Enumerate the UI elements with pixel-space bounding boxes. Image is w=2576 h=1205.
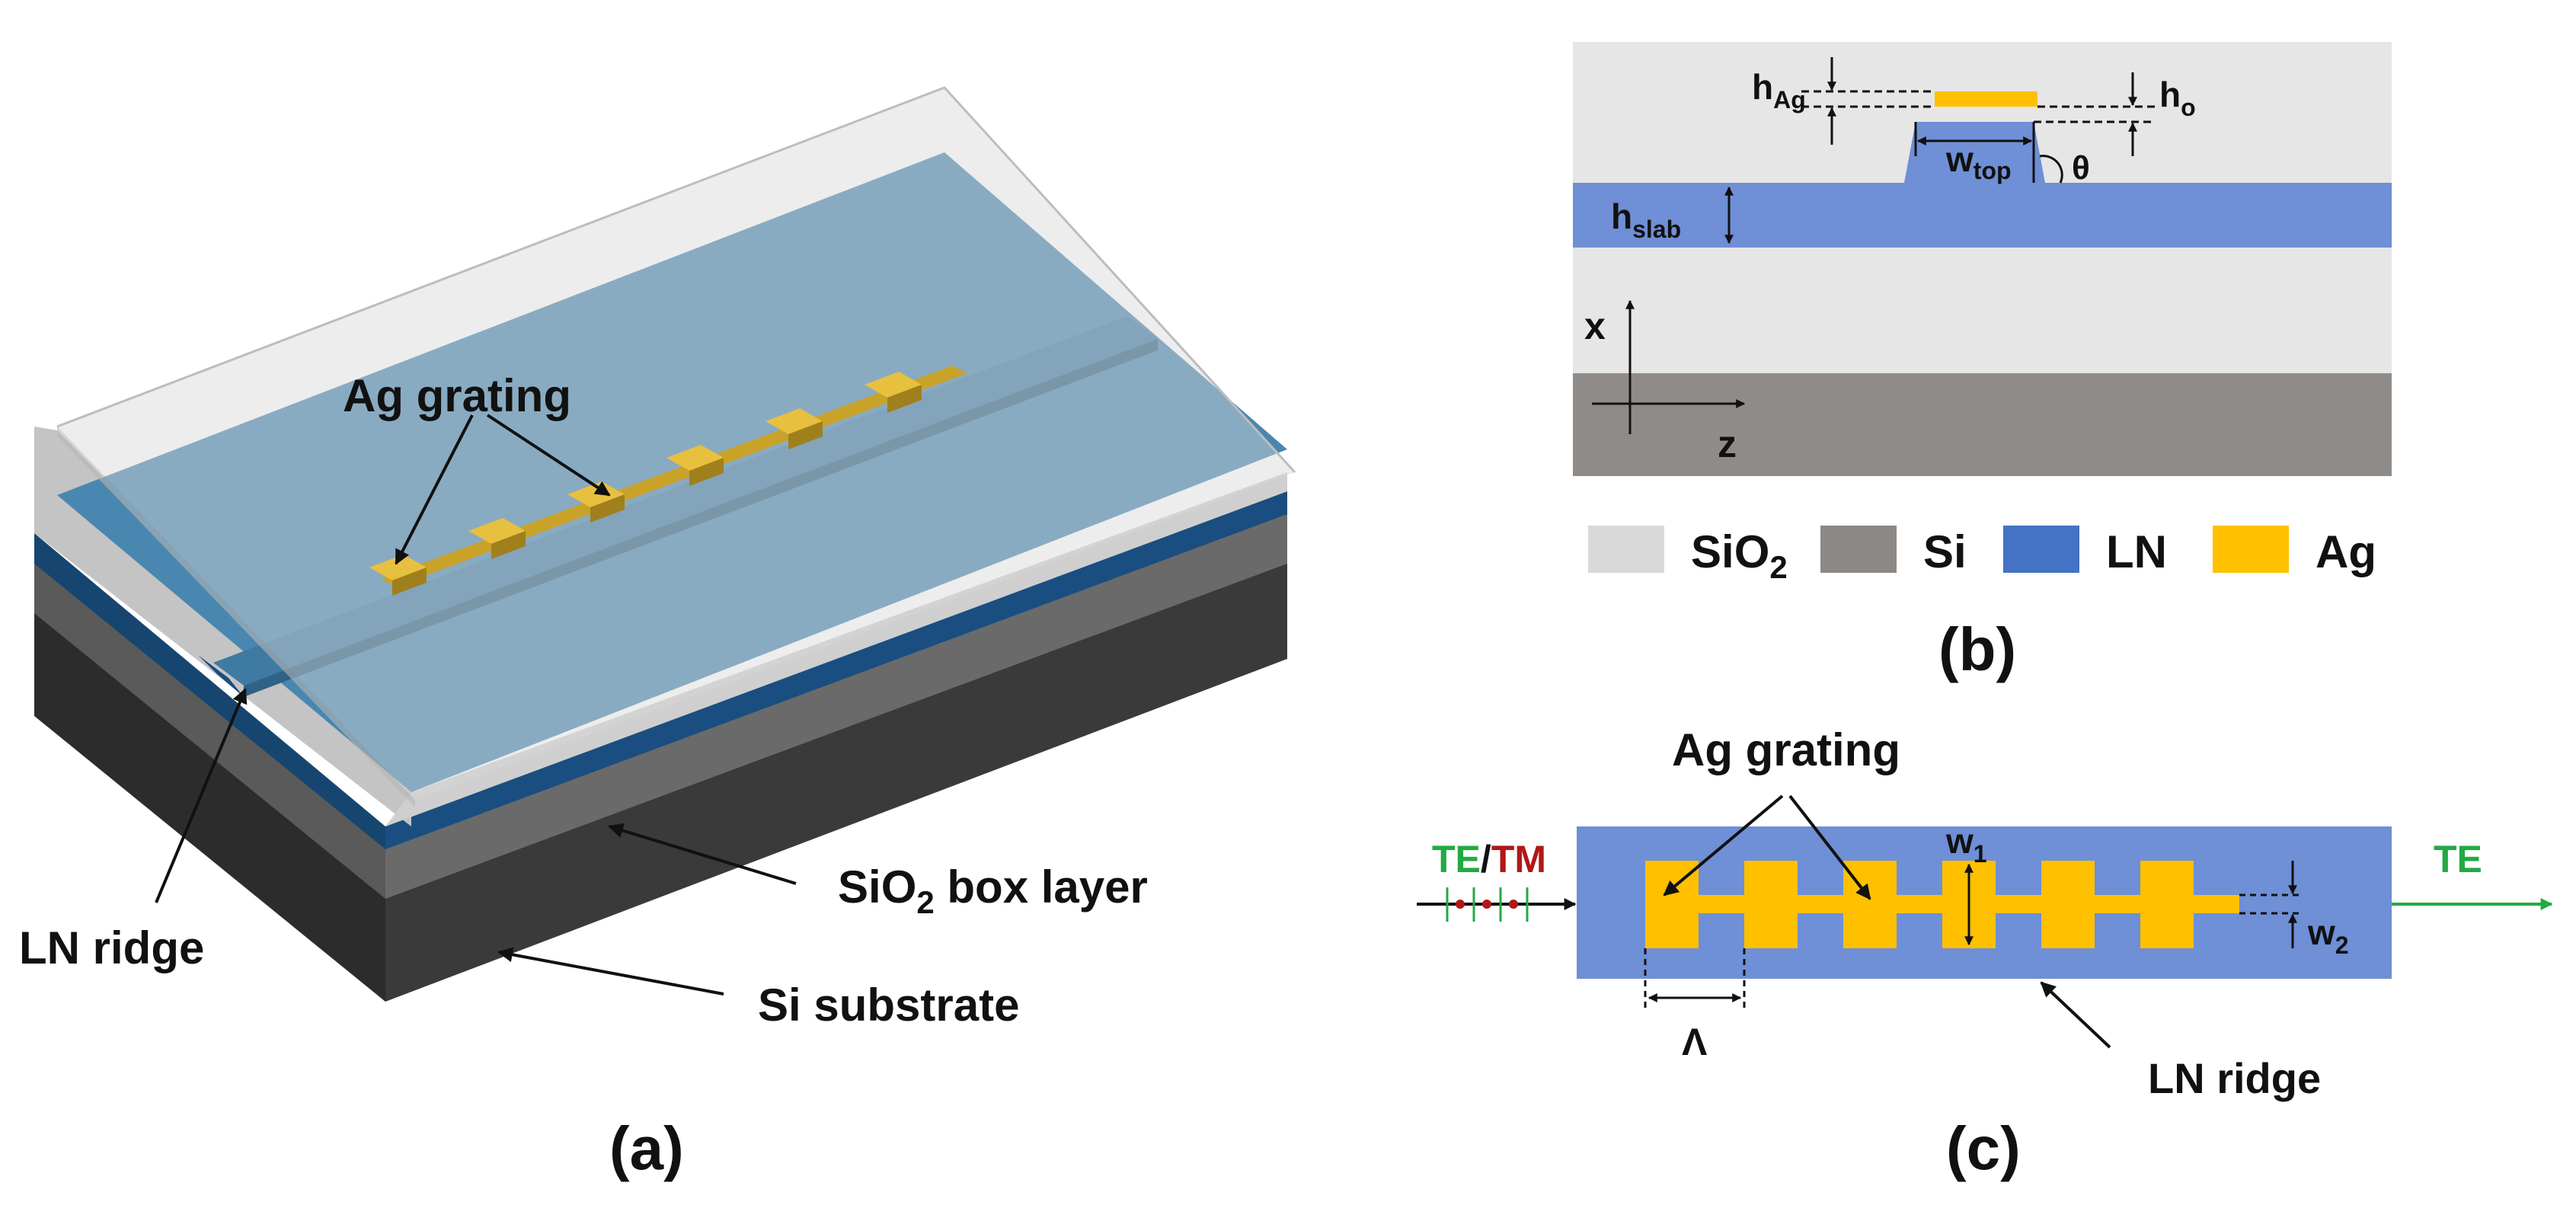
label-axis-x: x: [1584, 305, 1606, 347]
arrow-ln-ridge-c: [2040, 981, 2111, 1049]
panel-a-device: Ag grating LN ridge SiO2 box layer Si su…: [19, 86, 1296, 1182]
arrow-ag-grating-c1: [1663, 794, 1784, 897]
angle-arc: [2039, 155, 2063, 184]
caption-a: (a): [609, 1114, 684, 1182]
si-substrate-left: [34, 609, 385, 1002]
ag-pad-3d: [666, 445, 724, 486]
dim-period: [1644, 948, 1746, 1009]
legend-swatch-sio2: [1588, 526, 1664, 573]
ln-ridge-side: [244, 339, 1158, 697]
label-h-ag: hAg: [1752, 67, 1806, 113]
legend-label-sio2: SiO2: [1691, 526, 1788, 585]
label-ag-grating-c: Ag grating: [1672, 724, 1900, 775]
ag-pad-3d: [765, 408, 823, 449]
sio2-box-front: [385, 510, 1287, 899]
panel-b-cross-section: hAg ho wtop θ hslab x z SiO2 Si LN: [1573, 42, 2392, 683]
sio2-box-region: [1573, 248, 2392, 373]
tm-polarization-dots: [1456, 900, 1518, 909]
legend-label-si: Si: [1923, 526, 1967, 577]
arrow-sio2-box: [608, 823, 797, 885]
label-w1: w1: [1945, 821, 1987, 868]
legend-swatch-ln: [2003, 526, 2079, 573]
arrow-ag-grating-c2: [1788, 794, 1871, 900]
caption-b: (b): [1938, 615, 2016, 683]
label-te-out: TE: [2434, 838, 2482, 881]
ag-pad: [2041, 861, 2095, 948]
arrow-ln-ridge: [155, 688, 248, 903]
caption-c: (c): [1946, 1114, 2021, 1182]
si-substrate-front: [385, 560, 1287, 1002]
label-theta: θ: [2072, 149, 2090, 187]
cladding-edge-left: [57, 427, 415, 807]
ln-ridge-top: [213, 316, 1158, 686]
label-axis-z: z: [1718, 423, 1737, 465]
dim-h-ag: [1801, 57, 1935, 145]
ln-slab-left: [34, 533, 385, 849]
legend-swatch-ag: [2213, 526, 2289, 573]
cladding-top: [57, 88, 1295, 800]
label-h-o: ho: [2159, 75, 2196, 121]
label-period: Λ: [1682, 1021, 1708, 1063]
si-substrate-region: [1573, 373, 2392, 476]
legend: SiO2 Si LN Ag: [1588, 526, 2376, 585]
label-w2: w2: [2307, 913, 2349, 959]
label-h-slab: hslab: [1611, 197, 1681, 243]
arrow-si-substrate: [497, 947, 724, 996]
ag-pad: [1744, 861, 1798, 948]
ag-pad-3d: [468, 518, 526, 559]
label-si-substrate: Si substrate: [758, 980, 1019, 1031]
ag-pad: [2140, 861, 2194, 948]
label-ln-ridge-a: LN ridge: [19, 922, 204, 973]
ag-grating-3d: [369, 366, 967, 596]
arrow-ag-grating-1: [395, 414, 474, 565]
ag-strip-section: [1935, 91, 2037, 107]
label-sio2-box-layer: SiO2 box layer: [838, 861, 1148, 920]
label-ag-grating-a: Ag grating: [343, 370, 571, 421]
ag-pad-3d: [369, 555, 427, 596]
dim-w2: [2239, 861, 2300, 948]
cladding-side-front: [385, 472, 1287, 826]
legend-label-ln: LN: [2106, 526, 2167, 577]
ln-slab-front: [385, 491, 1287, 849]
te-polarization-ticks: [1446, 887, 1529, 922]
legend-label-ag: Ag: [2316, 526, 2376, 577]
panel-c-top-view: Ag grating TE/TM TE w1 w2: [1417, 724, 2553, 1182]
arrow-ag-grating-2: [486, 414, 611, 497]
label-ln-ridge-c: LN ridge: [2148, 1054, 2321, 1102]
ln-slab-layer: [1573, 183, 2392, 248]
legend-swatch-si: [1820, 526, 1897, 573]
ln-ridge-end: [198, 655, 244, 697]
sio2-box-left: [34, 560, 385, 899]
dim-h-o: [2034, 72, 2156, 156]
label-w-top: wtop: [1945, 139, 2012, 184]
ag-pad-3d: [865, 372, 922, 413]
label-te-tm-in: TE/TM: [1432, 838, 1546, 881]
